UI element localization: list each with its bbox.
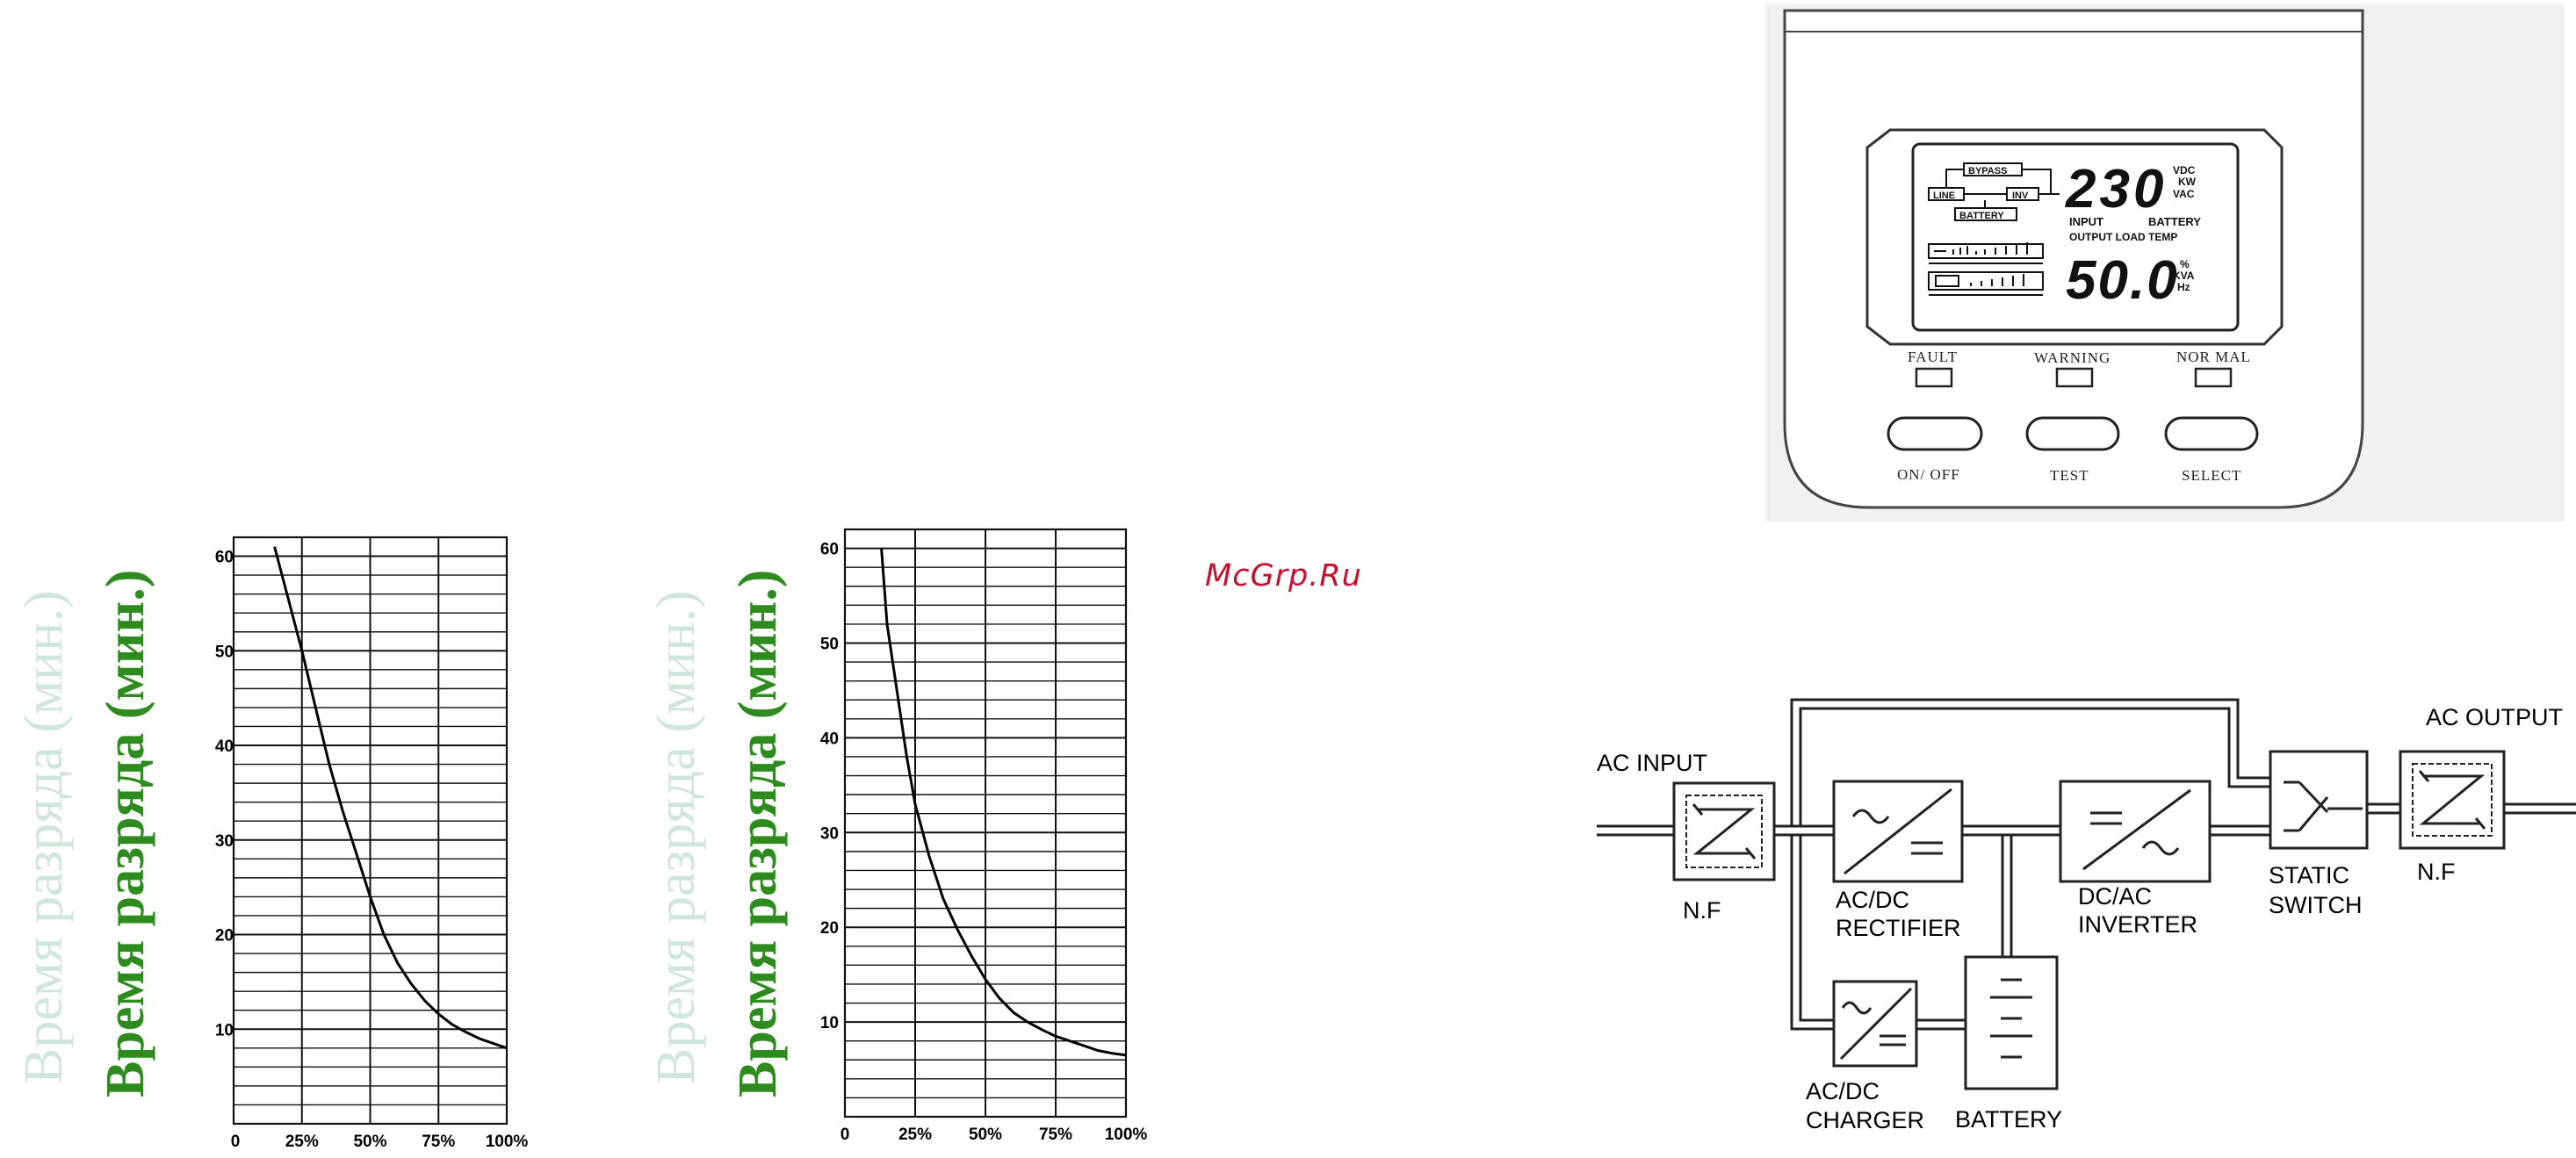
nf-input-inner	[1685, 795, 1763, 868]
led-warning-label: WARNING	[2034, 349, 2111, 366]
lcd-unit-kw: KW	[2178, 176, 2197, 188]
y-tick-label: 60	[215, 549, 234, 567]
test-button[interactable]	[2025, 416, 2120, 451]
ac-output-label: AC OUTPUT	[2426, 704, 2563, 730]
nf-output-label: N.F	[2417, 859, 2456, 885]
static-switch-symbol	[2284, 780, 2363, 832]
plot-frame	[232, 536, 509, 1126]
x-tick-label: 0	[231, 1133, 241, 1151]
on-off-button[interactable]	[1887, 416, 1983, 451]
lcd-unit-percent: %	[2180, 258, 2190, 270]
lcd-bypass-label: BYPASS	[1968, 166, 2007, 176]
charger-ac-icon	[1841, 1001, 1872, 1015]
charger-dc-icon	[1880, 1034, 1906, 1047]
x-tick-label: 25%	[898, 1126, 932, 1144]
on-off-button-label: ON/ OFF	[1897, 466, 1960, 483]
lcd-bottom-value: 50.0	[2066, 250, 2179, 311]
nf-input-symbol	[1692, 803, 1757, 860]
x-tick-label: 50%	[969, 1126, 1002, 1144]
battery-label: BATTERY	[1955, 1106, 2062, 1133]
battery-block	[1964, 955, 2059, 1090]
watermark: McGrp.Ru	[1205, 558, 1362, 593]
plot-frame	[843, 528, 1128, 1118]
ups-block-diagram: AC INPUT N.F AC/DC RECTIFIER DC/AC INVER…	[1597, 698, 2576, 1133]
x-tick-label: 0	[841, 1126, 850, 1144]
lcd-screen	[1911, 142, 2240, 332]
y-tick-label: 40	[820, 730, 839, 748]
lcd-top-value: 230	[2065, 159, 2167, 219]
discharge-chart-1: Время разряда (мин.) Время разряда (мин.…	[14, 536, 529, 1151]
led-fault-label: FAULT	[1908, 349, 1958, 365]
y-tick-label: 40	[215, 737, 234, 756]
x-tick-label: 50%	[353, 1133, 386, 1151]
y-tick-label: 50	[820, 635, 839, 653]
y-tick-label: 60	[820, 541, 839, 559]
lcd-bargraph-icons	[1928, 242, 2044, 296]
y-tick-label: 30	[215, 832, 234, 851]
led-normal-label: NOR MAL	[2176, 349, 2251, 365]
select-button[interactable]	[2164, 416, 2259, 451]
diagram-wires	[1597, 698, 2576, 1031]
inverter-divider	[2082, 788, 2191, 871]
nf-output-inner	[2412, 763, 2493, 837]
led-fault	[1915, 367, 1953, 388]
lcd-battery-label: BATTERY	[1959, 211, 2004, 221]
discharge-curve	[880, 548, 1127, 1057]
x-tick-label: 100%	[1105, 1126, 1148, 1144]
y-axis-label-shadow: Время разряда (мин.)	[14, 590, 74, 1084]
lcd-flow-lines	[1945, 169, 2060, 208]
ups-front-panel: BYPASS LINE INV BATTERY 230 VDC KW VAC I…	[1765, 4, 2565, 521]
rectifier-dc-icon	[1911, 841, 1943, 855]
static-switch-block	[2269, 750, 2369, 850]
lcd-input-label: INPUT	[2069, 215, 2103, 228]
lcd-content: BYPASS LINE INV BATTERY 230 VDC KW VAC I…	[1928, 159, 2201, 311]
ac-input-label: AC INPUT	[1597, 750, 1707, 776]
inverter-label-1: DC/AC	[2078, 883, 2152, 910]
inverter-ac-icon	[2141, 840, 2180, 856]
static-switch-label-2: SWITCH	[2269, 892, 2362, 918]
inverter-label-2: INVERTER	[2078, 911, 2197, 938]
rectifier-ac-icon	[1851, 809, 1890, 824]
lcd-output-load-temp: OUTPUT LOAD TEMP	[2069, 231, 2177, 243]
rectifier-divider	[1844, 788, 1952, 875]
lcd-unit-kva: KVA	[2173, 270, 2195, 282]
lcd-battery-text: BATTERY	[2148, 215, 2201, 228]
test-button-label: TEST	[2050, 467, 2089, 484]
discharge-curve	[273, 546, 508, 1050]
y-tick-label: 20	[215, 927, 234, 946]
lcd-line-label: LINE	[1933, 191, 1955, 201]
battery-cells-icon	[1990, 978, 2032, 1059]
rectifier-label-2: RECTIFIER	[1836, 915, 1961, 941]
y-axis-label: Время разряда (мин.)	[728, 570, 788, 1097]
charger-label-1: AC/DC	[1806, 1078, 1880, 1104]
y-tick-label: 10	[215, 1021, 234, 1039]
led-normal	[2194, 367, 2233, 388]
y-tick-label: 20	[820, 919, 839, 938]
x-tick-label: 100%	[486, 1133, 529, 1151]
lcd-unit-hz: Hz	[2177, 281, 2190, 293]
lcd-inv-label: INV	[2012, 191, 2029, 201]
inverter-dc-icon	[2090, 811, 2122, 825]
charger-label-2: CHARGER	[1806, 1107, 1924, 1133]
y-tick-label: 10	[820, 1014, 839, 1032]
rectifier-label-1: AC/DC	[1836, 887, 1909, 913]
x-tick-label: 75%	[422, 1133, 455, 1151]
y-axis-label-shadow: Время разряда (мин.)	[646, 590, 706, 1084]
y-tick-label: 30	[820, 824, 839, 843]
discharge-chart-2: Время разряда (мин.) Время разряда (мин.…	[646, 528, 1148, 1144]
select-button-label: SELECT	[2182, 467, 2241, 484]
x-tick-label: 25%	[285, 1133, 319, 1151]
nf-input-label: N.F	[1683, 897, 1721, 924]
x-tick-label: 75%	[1039, 1126, 1072, 1144]
nf-input-block	[1672, 781, 1776, 881]
y-axis-label: Время разряда (мин.)	[96, 570, 155, 1097]
lcd-unit-vac: VAC	[2173, 188, 2195, 200]
led-warning	[2055, 367, 2094, 388]
y-tick-label: 50	[215, 643, 234, 661]
static-switch-label-1: STATIC	[2269, 862, 2349, 888]
lcd-unit-vdc: VDC	[2173, 164, 2196, 176]
nf-output-symbol	[2418, 770, 2486, 830]
charger-divider	[1839, 987, 1913, 1061]
